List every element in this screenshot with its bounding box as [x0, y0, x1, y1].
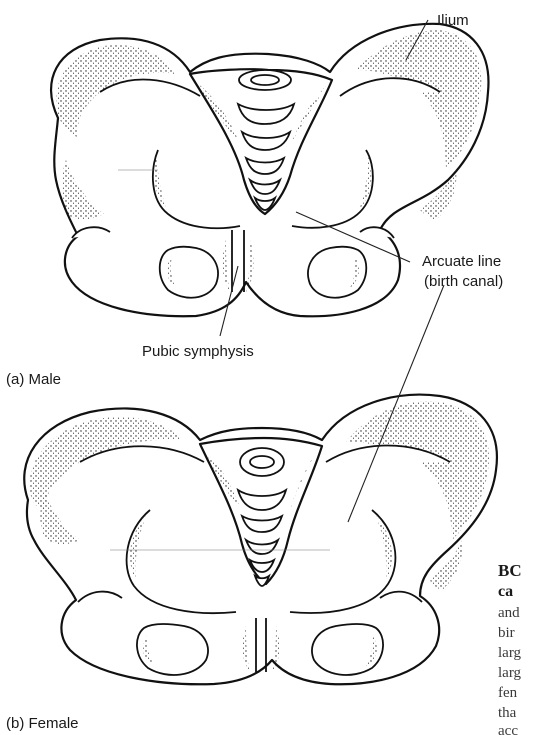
birth-canal-label: (birth canal)	[424, 273, 503, 290]
caption-line: tha	[498, 705, 517, 721]
caption-heading-1: BC	[498, 561, 522, 580]
caption-line: and	[498, 605, 520, 621]
pubic-symphysis-label: Pubic symphysis	[142, 343, 254, 360]
female-pelvis-illustration	[24, 395, 497, 685]
female-caption: (b) Female	[6, 715, 79, 732]
ilium-label: Ilium	[437, 12, 469, 29]
caption-heading-2: ca	[498, 583, 513, 600]
caption-line: larg	[498, 645, 522, 661]
male-pelvis-illustration	[51, 24, 488, 316]
caption-line: acc	[498, 723, 518, 735]
male-caption: (a) Male	[6, 371, 61, 388]
figure-caption-fragment: BC ca and bir larg larg fen tha acc	[498, 561, 522, 735]
caption-line: fen	[498, 685, 518, 701]
caption-line: larg	[498, 665, 522, 681]
caption-line: bir	[498, 625, 515, 641]
arcuate-line-label: Arcuate line	[422, 253, 501, 270]
